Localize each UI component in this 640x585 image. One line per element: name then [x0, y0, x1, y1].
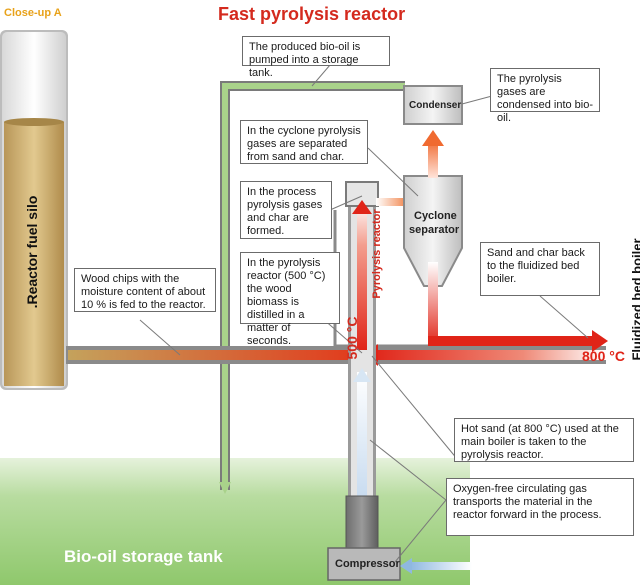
callout-bio-oil-pumped: The produced bio-oil is pumped into a st… [242, 36, 390, 79]
callout-oxygen-free: Oxygen-free circulating gas transports t… [446, 478, 634, 536]
reactor-label: Pyrolysis reactor [371, 209, 383, 299]
leader-lines [139, 64, 589, 563]
reactor-fuel-silo [0, 30, 68, 390]
compressor [327, 495, 401, 581]
cyclone-label-1: Cyclone [414, 210, 457, 222]
to-boiler-arrow [592, 330, 608, 352]
hot-sand-temp: 800 °C [582, 348, 625, 364]
gas-inlet-flow [410, 562, 472, 570]
gas-riser-flow [357, 372, 367, 496]
callout-distilled: In the pyrolysis reactor (500 °C) the wo… [240, 252, 340, 347]
silo-label: .Reactor fuel silo [24, 195, 40, 309]
cyclone-label-2: separator [409, 224, 460, 236]
reactor-temp-label: 500 °C [344, 316, 360, 360]
fuel-feed-flow [68, 350, 358, 360]
callout-hot-sand: Hot sand (at 800 °C) used at the main bo… [454, 418, 634, 462]
callout-gases-char-formed: In the process pyrolysis gases and char … [240, 181, 332, 239]
reactor-riser-flow [357, 200, 367, 350]
to-boiler-flow [428, 336, 596, 346]
cyclone-separator [403, 175, 463, 287]
callout-sand-char-back: Sand and char back to the fluidized bed … [480, 242, 600, 296]
callout-gases-condensed: The pyrolysis gases are condensed into b… [490, 68, 600, 124]
cyclone-to-condenser-flow [428, 140, 438, 178]
callout-wood-chips: Wood chips with the moisture content of … [74, 268, 216, 312]
closeup-label: Close-up A [4, 7, 62, 19]
storage-tank-label: Bio-oil storage tank [64, 547, 223, 566]
compressor-label: Compressor [335, 558, 400, 570]
hot-sand-flow [370, 350, 606, 360]
page-title: Fast pyrolysis reactor [218, 4, 406, 24]
cyclone-down-flow [428, 262, 438, 346]
boiler-label: Fluidized bed boiler [629, 238, 640, 361]
callout-cyclone-separation: In the cyclone pyrolysis gases are separ… [240, 120, 368, 164]
reactor-to-cyclone-flow [376, 198, 410, 206]
condenser-label: Condenser [409, 100, 462, 111]
condenser [403, 85, 463, 125]
